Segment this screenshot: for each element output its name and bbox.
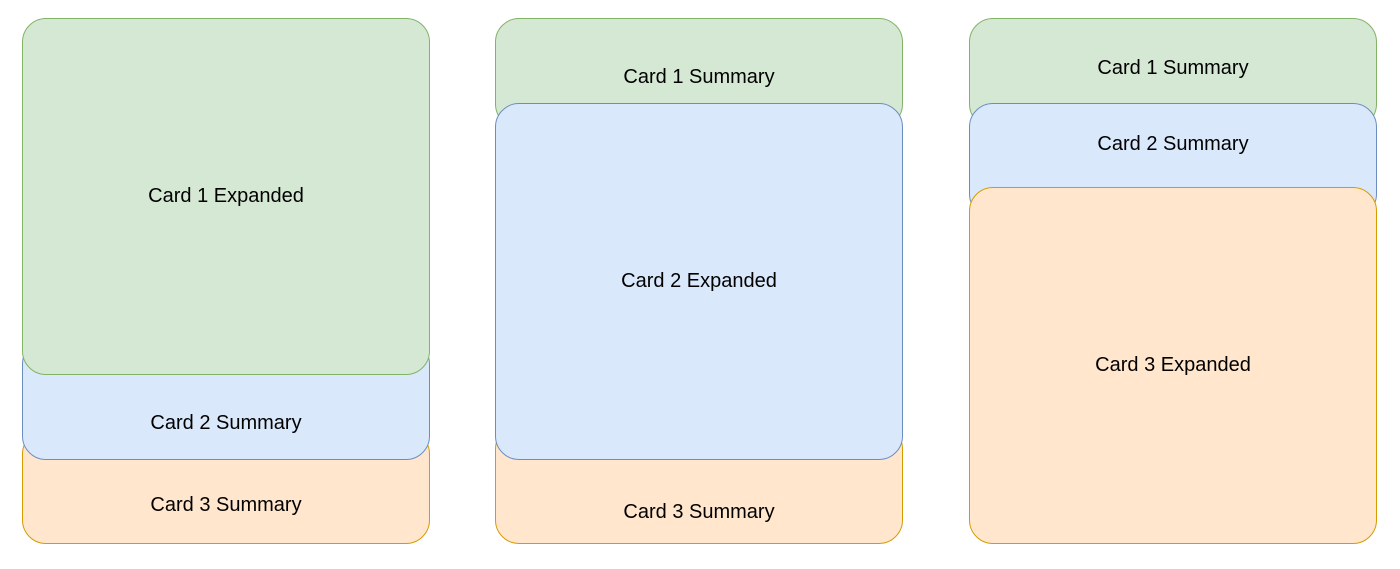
card-2-expanded[interactable]: Card 2 Expanded: [495, 103, 903, 460]
card-label: Card 1 Expanded: [148, 185, 304, 207]
card-label: Card 1 Summary: [623, 66, 775, 88]
card-label: Card 2 Expanded: [621, 270, 777, 292]
card-stack-2: Card 1 Summary Card 3 Summary Card 2 Exp…: [495, 0, 903, 569]
card-label: Card 2 Summary: [150, 412, 302, 434]
card-stack-3: Card 1 Summary Card 2 Summary Card 3 Exp…: [969, 0, 1377, 569]
card-label: Card 1 Summary: [1097, 57, 1249, 79]
card-label: Card 2 Summary: [1097, 133, 1249, 155]
card-3-expanded[interactable]: Card 3 Expanded: [969, 187, 1377, 544]
card-stack-1: Card 3 Summary Card 2 Summary Card 1 Exp…: [22, 0, 430, 569]
card-label: Card 3 Expanded: [1095, 354, 1251, 376]
card-label: Card 3 Summary: [150, 494, 302, 516]
card-label: Card 3 Summary: [623, 501, 775, 523]
card-1-expanded[interactable]: Card 1 Expanded: [22, 18, 430, 375]
